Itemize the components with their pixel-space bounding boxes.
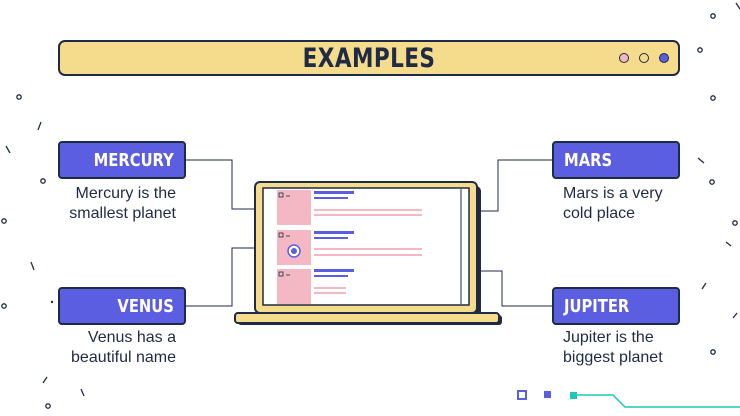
blue-dot-icon xyxy=(659,53,669,63)
venus-label-text: VENUS xyxy=(117,295,174,317)
mercury-label-text: MERCURY xyxy=(93,149,174,171)
mars-label-text: MARS xyxy=(564,149,613,171)
jupiter-description: Jupiter is the biggest planet xyxy=(563,329,663,366)
mercury-description: Mercury is the smallest planet xyxy=(69,185,176,222)
page-title: EXAMPLES xyxy=(302,42,436,74)
jupiter-label-text: JUPITER xyxy=(564,295,630,317)
pink-dot-icon xyxy=(619,53,629,63)
mercury-label: MERCURY xyxy=(58,141,186,179)
mars-description: Mars is a very cold place xyxy=(563,185,663,222)
venus-label: VENUS xyxy=(58,287,186,325)
venus-description: Venus has a beautiful name xyxy=(71,329,176,366)
jupiter-label: JUPITER xyxy=(552,287,680,325)
title-bar: EXAMPLES xyxy=(58,40,680,76)
yellow-dot-icon xyxy=(639,53,649,63)
mars-label: MARS xyxy=(552,141,680,179)
